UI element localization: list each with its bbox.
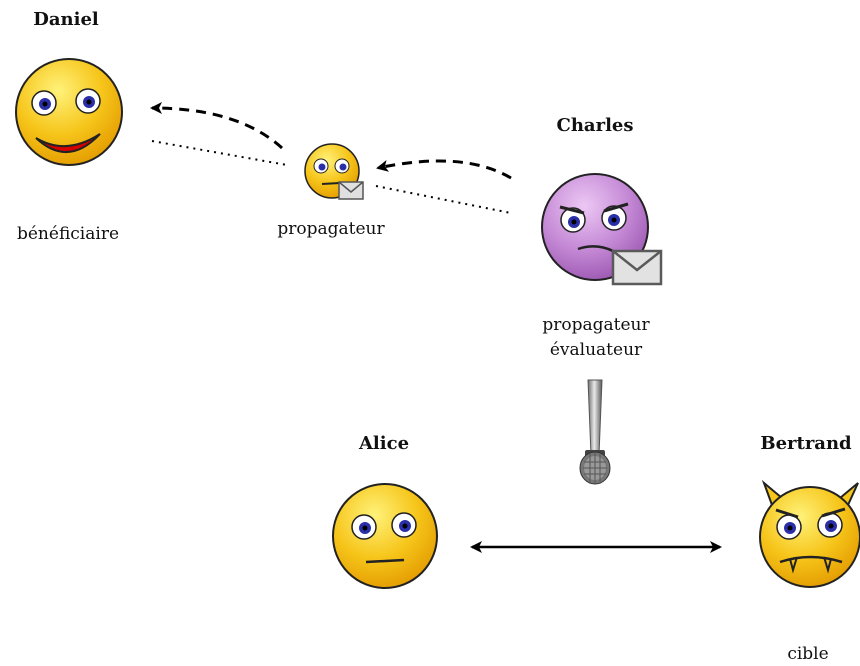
daniel-name: Daniel xyxy=(33,8,99,32)
dotted-line-daniel-propagateur xyxy=(152,141,287,165)
alice-name: Alice xyxy=(359,432,409,456)
bertrand-role: cible xyxy=(787,642,828,666)
propagateur-smiley-icon xyxy=(305,144,363,199)
dashed-arrow-to-propagateur xyxy=(378,161,511,178)
daniel-role: bénéficiaire xyxy=(17,222,119,246)
propagateur-role: propagateur xyxy=(277,217,384,241)
charles-smiley-icon xyxy=(542,174,661,284)
bertrand-name: Bertrand xyxy=(760,432,851,456)
bertrand-devil-icon xyxy=(760,483,860,587)
charles-name: Charles xyxy=(557,114,634,138)
charles-role-line1: propagateur xyxy=(542,313,649,337)
envelope-icon xyxy=(613,251,661,284)
charles-role-line2: évaluateur xyxy=(550,338,642,362)
daniel-smiley-icon xyxy=(16,59,122,165)
dashed-arrow-to-daniel xyxy=(152,108,282,148)
envelope-icon xyxy=(339,182,363,199)
alice-smiley-icon xyxy=(333,484,437,588)
dotted-line-propagateur-charles xyxy=(376,186,511,213)
microphone-icon xyxy=(580,380,610,484)
